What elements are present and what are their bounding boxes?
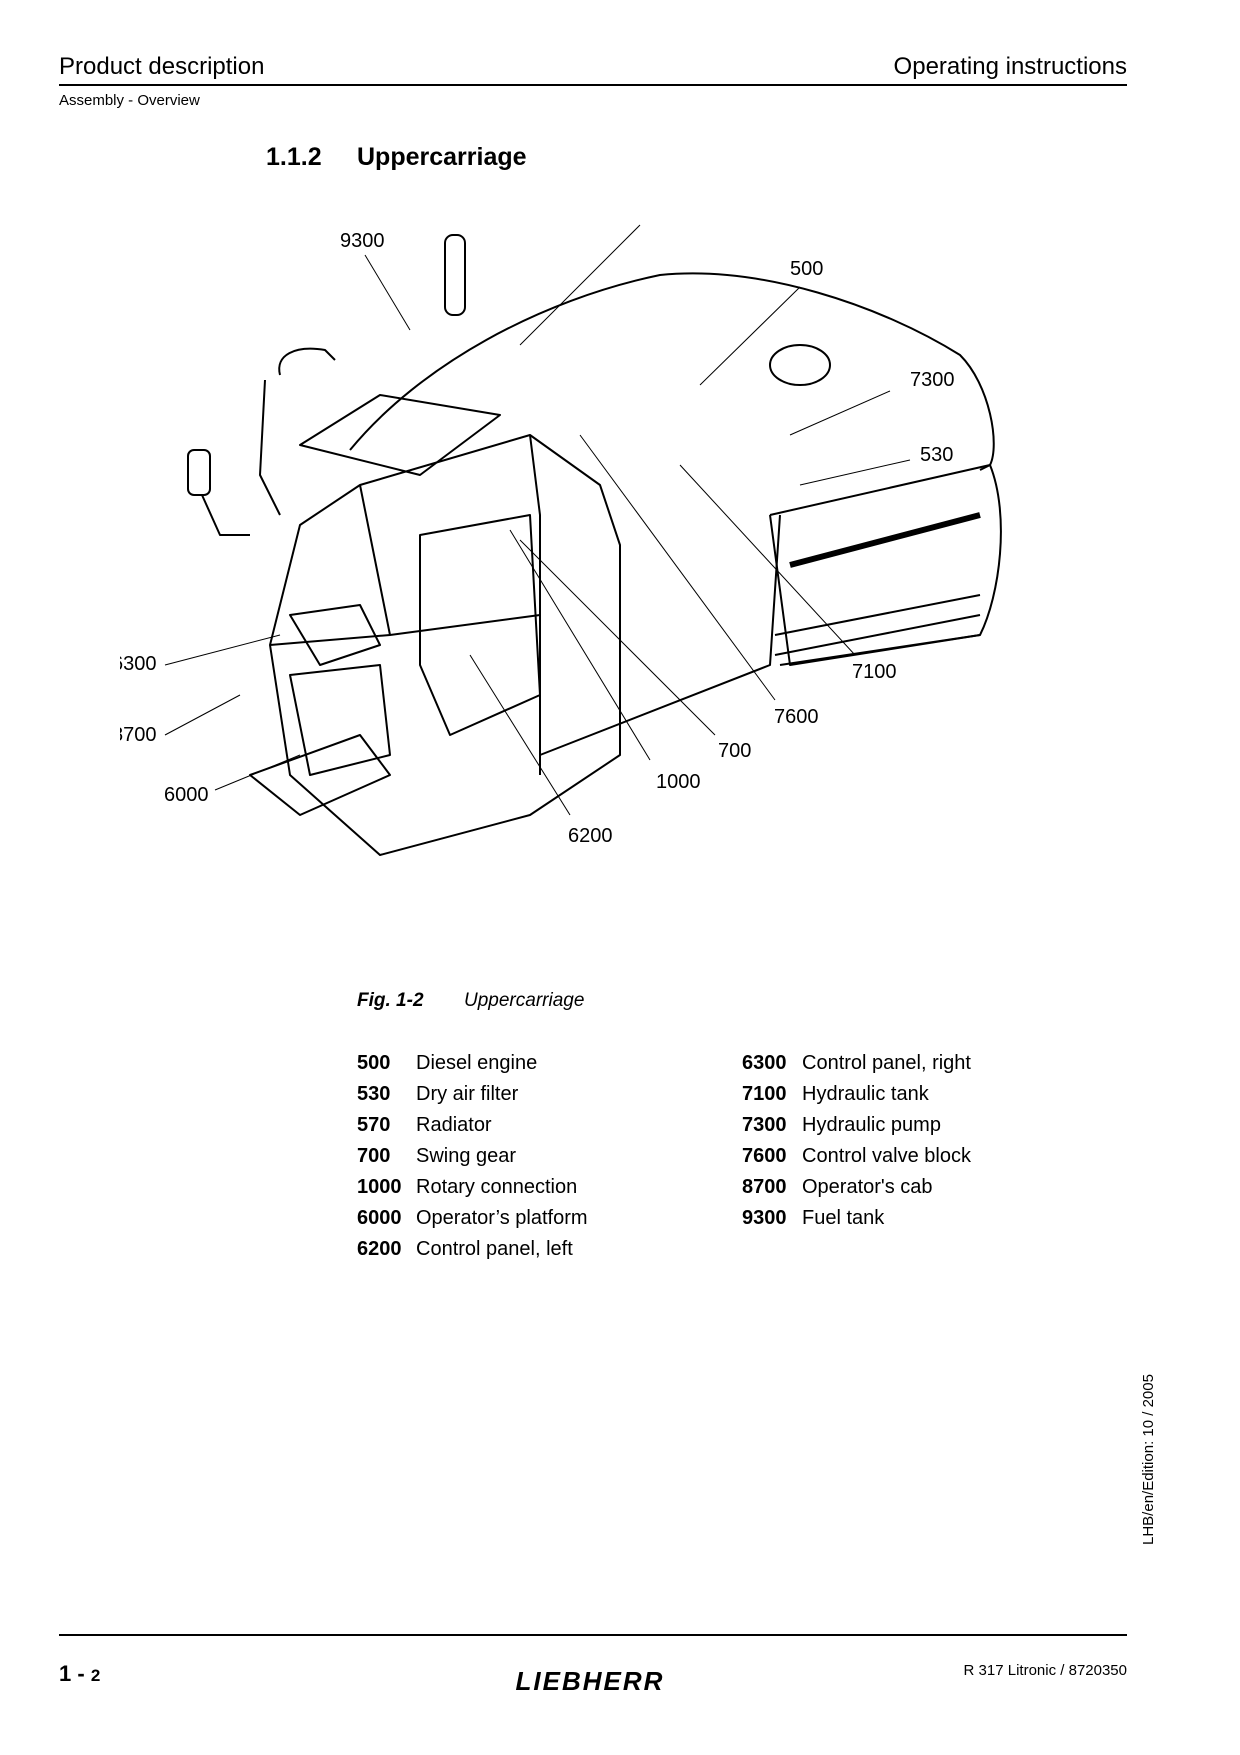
legend-text: Hydraulic tank (802, 1083, 929, 1105)
page-number: 1 - 2 (59, 1661, 100, 1687)
body-side (539, 514, 781, 756)
header-divider (59, 84, 1127, 86)
front-window (289, 664, 391, 776)
legend-number: 8700 (742, 1176, 787, 1198)
roof-window (299, 394, 501, 476)
page-number-main: 1 - (59, 1661, 85, 1686)
hood-outline (349, 272, 995, 471)
callout-7300: 7300 (910, 369, 955, 391)
callout-500: 500 (790, 258, 823, 280)
legend-number: 6200 (357, 1238, 402, 1260)
callout-6300: 6300 (120, 653, 157, 675)
callout-1000: 1000 (656, 771, 701, 793)
legend-text: Radiator (416, 1114, 492, 1136)
legend-number: 6000 (357, 1207, 402, 1229)
legend-text: Control panel, right (802, 1052, 971, 1074)
legend-text: Diesel engine (416, 1052, 538, 1074)
seat (289, 604, 381, 666)
door-window (419, 514, 541, 736)
legend-number: 1000 (357, 1176, 402, 1198)
header-title: Product description (59, 53, 265, 80)
figure-number: Fig. 1-2 (357, 990, 424, 1011)
counterweight (769, 464, 1002, 666)
legend-text: Rotary connection (416, 1176, 578, 1198)
legend-text: Control panel, left (416, 1238, 573, 1260)
callout-7600: 7600 (774, 706, 819, 728)
cab-outline (269, 434, 621, 856)
legend-number: 7300 (742, 1114, 787, 1136)
uppercarriage-illustration: 570 9300 500 7300 530 6300 8700 6000 620… (120, 215, 1002, 856)
legend-text: Control valve block (802, 1145, 971, 1167)
page-number-sub: 2 (90, 1666, 101, 1685)
legend-number: 6300 (742, 1052, 787, 1074)
callout-700: 700 (718, 740, 751, 762)
legend-number: 530 (357, 1083, 391, 1105)
platform (249, 734, 391, 816)
header-right-title: Operating instructions (893, 53, 1127, 80)
legend-number: 700 (357, 1145, 391, 1167)
exhaust-pipe (444, 234, 466, 316)
mirror (187, 449, 211, 496)
callout-7100: 7100 (852, 661, 897, 683)
legend-number: 9300 (742, 1207, 787, 1229)
footer-divider (59, 1634, 1127, 1636)
callout-6200: 6200 (568, 825, 613, 847)
legend-text: Operator’s platform (416, 1207, 588, 1229)
legend-text: Operator's cab (802, 1176, 933, 1198)
header-subtitle: Assembly - Overview (59, 92, 200, 109)
figure-caption: Uppercarriage (464, 990, 585, 1011)
legend-number: 7100 (742, 1083, 787, 1105)
callout-9300: 9300 (340, 230, 385, 252)
callout-530: 530 (920, 444, 953, 466)
legend-number: 500 (357, 1052, 391, 1074)
svg-text:LIEBHERR: LIEBHERR (516, 1667, 665, 1695)
section-number: 1.1.2 (266, 143, 322, 171)
callout-8700: 8700 (120, 724, 157, 746)
callout-6000: 6000 (164, 784, 209, 806)
model-reference: R 317 Litronic / 8720350 (963, 1662, 1127, 1679)
legend-text: Dry air filter (416, 1083, 519, 1105)
legend-text: Hydraulic pump (802, 1114, 941, 1136)
air-filter (769, 344, 831, 386)
liebherr-logo: LIEBHERR (516, 1667, 665, 1695)
edition-note: LHB/en/Edition: 10 / 2005 (1140, 1374, 1157, 1545)
legend-number: 7600 (742, 1145, 787, 1167)
legend-number: 570 (357, 1114, 391, 1136)
callout-570: 570 (638, 215, 671, 220)
section-title: Uppercarriage (357, 143, 527, 171)
legend-text: Fuel tank (802, 1207, 885, 1229)
legend-text: Swing gear (416, 1145, 517, 1167)
